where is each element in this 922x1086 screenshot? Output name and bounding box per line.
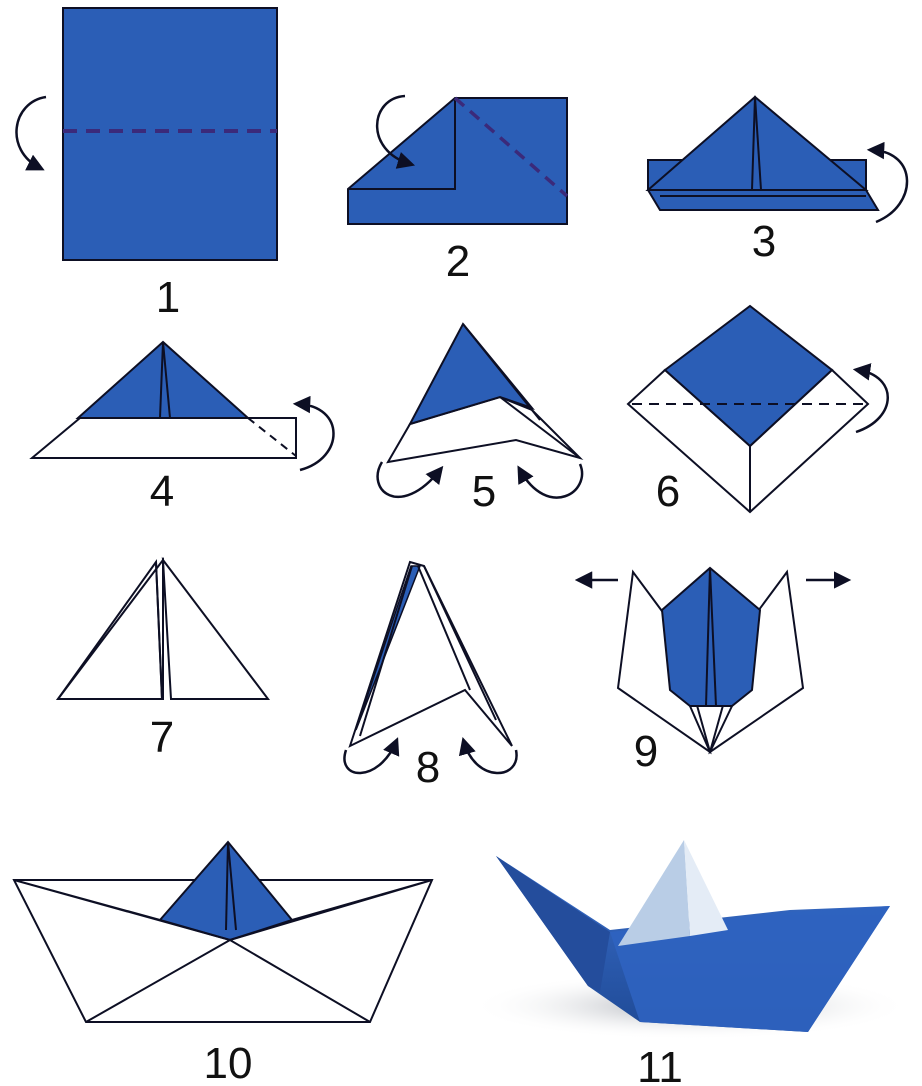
step-9-diagram: 9 bbox=[574, 566, 852, 776]
fold-edge bbox=[423, 565, 497, 721]
fold-edge bbox=[359, 565, 413, 737]
paper-sheet bbox=[62, 7, 278, 261]
step-number-6: 6 bbox=[656, 467, 680, 516]
boat-sail-bright bbox=[684, 840, 728, 936]
step-2-diagram: 2 bbox=[347, 94, 569, 286]
center-crease bbox=[709, 567, 717, 707]
sail-crease bbox=[227, 841, 237, 931]
folded-paper bbox=[347, 97, 568, 225]
left-back-layer bbox=[55, 557, 164, 700]
step-4-diagram: 4 bbox=[29, 340, 335, 516]
center-crease bbox=[705, 567, 711, 707]
step-11-paper-boat-photo: 11 bbox=[470, 840, 910, 1086]
step-6-diagram: 6 bbox=[626, 304, 889, 516]
tuck-arrow-left-icon bbox=[376, 461, 444, 499]
step-10-diagram: 10 bbox=[12, 840, 434, 1086]
step-8-diagram: 8 bbox=[343, 560, 518, 792]
fold-arrow-right-icon bbox=[458, 736, 518, 775]
step-5-diagram: 5 bbox=[376, 322, 584, 516]
blue-diamond bbox=[663, 304, 834, 448]
boat-hull-side bbox=[496, 856, 610, 992]
step-number-7: 7 bbox=[150, 713, 174, 762]
fold-arrow-left-icon bbox=[343, 737, 400, 775]
step-number-8: 8 bbox=[416, 743, 440, 792]
center-crease bbox=[155, 561, 163, 700]
blue-sliver bbox=[355, 565, 422, 731]
flap-edge bbox=[348, 98, 456, 190]
boat-sail-light bbox=[618, 840, 690, 946]
fold-arrow-icon bbox=[292, 395, 335, 472]
step-number-2: 2 bbox=[446, 237, 470, 286]
fold-arrow-icon bbox=[852, 363, 889, 434]
white-base bbox=[386, 395, 584, 464]
step-number-3: 3 bbox=[752, 217, 776, 266]
tuck-arrow-right-icon bbox=[517, 463, 584, 499]
center-crease bbox=[162, 341, 171, 419]
fold-line bbox=[247, 417, 297, 457]
flap-edge bbox=[462, 323, 541, 421]
step-number-10: 10 bbox=[204, 1039, 253, 1086]
blue-triangle bbox=[75, 340, 251, 419]
fold-arrow-icon bbox=[866, 141, 909, 224]
right-half bbox=[161, 556, 271, 700]
boat-front-panel bbox=[610, 906, 890, 1032]
flap-edge bbox=[499, 396, 581, 459]
hull-fold-lines bbox=[13, 879, 433, 1023]
step-number-11: 11 bbox=[637, 1043, 683, 1086]
fold-arrow-icon bbox=[15, 95, 47, 171]
center-crease bbox=[754, 96, 762, 191]
step-3-diagram: 3 bbox=[645, 95, 909, 266]
sail-crease bbox=[225, 841, 229, 931]
step-number-1: 1 bbox=[156, 273, 180, 322]
fold-arrow-icon bbox=[375, 94, 416, 169]
step-1-diagram: 1 bbox=[15, 7, 278, 322]
fold-edge bbox=[689, 705, 711, 753]
blue-center bbox=[660, 566, 762, 707]
center-crease bbox=[751, 96, 756, 191]
fold-edge bbox=[709, 705, 733, 753]
step-number-4: 4 bbox=[150, 467, 174, 516]
step-7-diagram: 7 bbox=[55, 556, 271, 762]
fold-edge bbox=[417, 565, 471, 691]
step-number-5: 5 bbox=[472, 467, 496, 516]
blue-triangle bbox=[407, 322, 536, 426]
fold-line bbox=[453, 96, 569, 198]
step-number-9: 9 bbox=[634, 727, 658, 776]
outer-shape bbox=[348, 560, 513, 748]
center-crease bbox=[159, 341, 164, 419]
white-base bbox=[29, 417, 297, 459]
